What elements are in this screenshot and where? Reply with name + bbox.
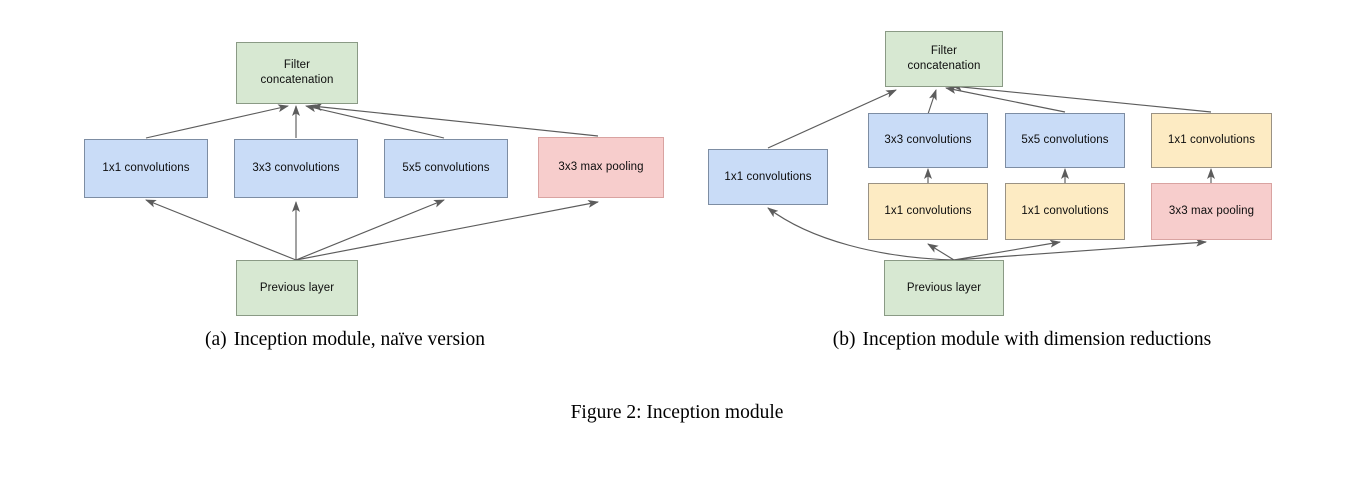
node-1x1-convolutions-left[interactable]: 1x1 convolutions [708, 149, 828, 205]
arrow-1x1-to-concat [145, 104, 289, 139]
node-5x5-convolutions[interactable]: 5x5 convolutions [384, 139, 508, 198]
arrow-prev-to-maxpool [953, 238, 1207, 261]
node-1x1-convolutions-right[interactable]: 1x1 convolutions [1151, 113, 1272, 168]
node-previous-layer[interactable]: Previous layer [884, 260, 1004, 316]
panel-a-arrows [145, 103, 599, 261]
node-previous-layer[interactable]: Previous layer [236, 260, 358, 316]
panel-a-naive-inception: Filter concatenation 1x1 convolutions 3x… [0, 0, 690, 380]
subcaption-b-tag: (b) [832, 329, 856, 350]
node-1x1-convolutions[interactable]: 1x1 convolutions [84, 139, 208, 198]
arrow-5x5-to-concat [305, 104, 445, 139]
arrow-prev-to-1x1 [145, 199, 297, 261]
arrow-prev-to-reduce-a [927, 243, 955, 261]
arrow-maxpool-to-concat [311, 103, 599, 137]
subcaption-b-text: Inception module with dimension reductio… [862, 329, 1212, 350]
arrow-1x1-right-to-concat [951, 83, 1212, 113]
panel-b-dimension-reduction-inception: Filter concatenation 1x1 convolutions 3x… [690, 0, 1354, 380]
node-3x3-convolutions[interactable]: 3x3 convolutions [868, 113, 988, 168]
arrow-3x3-to-concat [927, 89, 937, 115]
node-1x1-convolutions-reduce-a[interactable]: 1x1 convolutions [868, 183, 988, 240]
node-filter-concatenation[interactable]: Filter concatenation [885, 31, 1003, 87]
subcaption-panel-a: (a) Inception module, naïve version [0, 329, 690, 351]
node-5x5-convolutions[interactable]: 5x5 convolutions [1005, 113, 1125, 168]
subcaption-a-tag: (a) [205, 329, 227, 350]
arrow-prev-to-1x1-left [767, 207, 955, 261]
subcaption-panel-b: (b) Inception module with dimension reduc… [690, 329, 1354, 351]
node-filter-concatenation[interactable]: Filter concatenation [236, 42, 358, 104]
panel-b-arrows [767, 83, 1215, 261]
arrow-prev-to-maxpool [295, 199, 599, 261]
arrow-5x5-to-concat [945, 86, 1066, 113]
subcaption-a-text: Inception module, naïve version [233, 329, 485, 350]
node-3x3-convolutions[interactable]: 3x3 convolutions [234, 139, 358, 198]
figure-caption: Figure 2: Inception module [570, 402, 784, 423]
node-3x3-max-pooling[interactable]: 3x3 max pooling [538, 137, 664, 198]
arrow-prev-to-reduce-b [953, 239, 1061, 261]
node-1x1-convolutions-reduce-b[interactable]: 1x1 convolutions [1005, 183, 1125, 240]
arrow-1x1-left-to-concat [767, 89, 897, 149]
arrow-prev-to-5x5 [295, 199, 445, 261]
node-3x3-max-pooling[interactable]: 3x3 max pooling [1151, 183, 1272, 240]
